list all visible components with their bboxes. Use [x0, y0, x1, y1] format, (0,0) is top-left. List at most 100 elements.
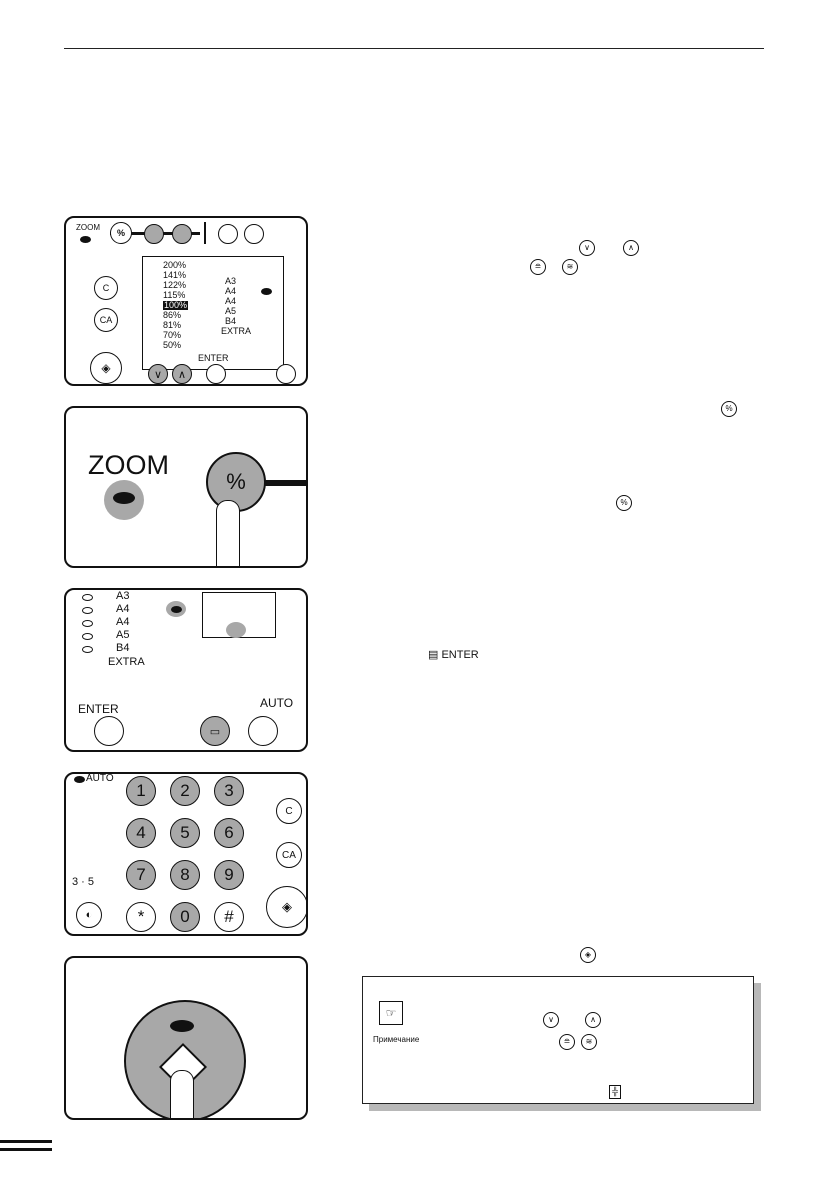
- paper-led: [82, 620, 93, 627]
- bottom-bar: [0, 1140, 52, 1143]
- paper-item: B4: [116, 642, 130, 654]
- key-5[interactable]: 5: [170, 818, 200, 848]
- paper-item: EXTRA: [221, 326, 252, 336]
- top-rule: [64, 48, 764, 49]
- auto-label: AUTO: [86, 773, 114, 784]
- start-key-closeup: [64, 956, 308, 1120]
- tray-halo: [226, 622, 246, 638]
- paper-item: A4: [225, 296, 237, 306]
- paper-item: A4: [116, 616, 130, 628]
- percent-key-icon: %: [721, 400, 737, 418]
- paper-list: A3 A4 A4 A5 B4 EXTRA: [213, 277, 273, 347]
- percent-key[interactable]: %: [110, 222, 132, 244]
- paper-led: [82, 646, 93, 653]
- down-key-icon: ∨: [543, 1011, 559, 1029]
- ratio-item: 122%: [163, 280, 187, 290]
- exposure-label: 3 · 5: [72, 876, 95, 888]
- key-asterisk[interactable]: *: [126, 902, 156, 932]
- enter-label: ENTER: [198, 353, 229, 363]
- auto-key[interactable]: [248, 716, 278, 746]
- paper-led: [82, 594, 93, 601]
- key-7[interactable]: 7: [126, 860, 156, 890]
- start-led: [170, 1020, 194, 1032]
- control-panel-overview: ZOOM % C CA ◈ 200% 141% 122% 115% 100% 8…: [64, 216, 308, 386]
- zoom-down-arrow[interactable]: ∨: [148, 364, 168, 384]
- ratio-item: 115%: [163, 290, 186, 300]
- paper-selected-led: [171, 606, 182, 613]
- key-0[interactable]: 0: [170, 902, 200, 932]
- zoom-up-arrow[interactable]: ∧: [172, 364, 192, 384]
- paper-selected-indicator: [261, 288, 272, 295]
- display-window: 200% 141% 122% 115% 100% 86% 81% 70% 50%…: [142, 256, 284, 370]
- ratio-item: 86%: [163, 310, 182, 320]
- key-6[interactable]: 6: [214, 818, 244, 848]
- lighter-key-icon: ≋: [562, 258, 578, 276]
- auto-indicator: [74, 776, 85, 783]
- ratio-item: 200%: [163, 260, 187, 270]
- zoom-bar-closeup: [256, 480, 306, 486]
- enter-key[interactable]: [94, 716, 124, 746]
- ratio-item: 70%: [163, 330, 182, 340]
- key-9[interactable]: 9: [214, 860, 244, 890]
- divider: [204, 222, 206, 244]
- start-key[interactable]: ◈: [90, 352, 122, 384]
- start-key-icon: ◈: [580, 946, 596, 964]
- darker-key-icon: ≘: [559, 1033, 575, 1051]
- enter-key-label: ▤ ENTER: [428, 649, 479, 661]
- zoom-label: ZOOM: [76, 223, 100, 232]
- paper-item: A3: [116, 590, 130, 602]
- key-8[interactable]: 8: [170, 860, 200, 890]
- note-label: Примечание: [373, 1035, 420, 1044]
- tray-key[interactable]: [276, 364, 296, 384]
- zoom-up-key[interactable]: [172, 224, 192, 244]
- paper-led: [82, 607, 93, 614]
- clear-key[interactable]: C: [94, 276, 118, 300]
- numeric-keypad-panel: AUTO 1 2 3 4 5 6 7 8 9 * 0 # C CA ◈ 3 · …: [64, 772, 308, 936]
- panel-key-a[interactable]: [218, 224, 238, 244]
- paper-item: B4: [225, 316, 237, 326]
- up-key-icon: ∧: [623, 239, 639, 257]
- down-key-icon: ∨: [579, 239, 595, 257]
- paper-item: A4: [225, 286, 237, 296]
- zoom-indicator: [80, 236, 91, 243]
- zoom-down-key[interactable]: [144, 224, 164, 244]
- note-hand-icon: ☞: [379, 1001, 403, 1025]
- tray-select-key[interactable]: ▭: [200, 716, 230, 746]
- finger-icon: [216, 500, 240, 566]
- paper-item: A5: [116, 629, 130, 641]
- up-key-icon: ∧: [585, 1011, 601, 1029]
- exposure-key[interactable]: ◐: [76, 902, 102, 928]
- key-2[interactable]: 2: [170, 776, 200, 806]
- ratio-item: 141%: [163, 270, 187, 280]
- paper-item: A3: [225, 276, 237, 286]
- ratio-item-selected: 100%: [163, 300, 189, 310]
- paper-item: A5: [225, 306, 237, 316]
- key-hash[interactable]: #: [214, 902, 244, 932]
- margin-shift-icon: ╬: [609, 1085, 621, 1099]
- paper-item: EXTRA: [108, 656, 145, 668]
- clear-key[interactable]: C: [276, 798, 302, 824]
- bottom-bar: [0, 1148, 52, 1151]
- clear-all-key[interactable]: CA: [276, 842, 302, 868]
- enter-key[interactable]: [206, 364, 226, 384]
- zoom-key-closeup: ZOOM %: [64, 406, 308, 568]
- percent-key-icon: %: [616, 494, 632, 512]
- note-box: ☞ Примечание ∨ ∧ ≘ ≋ ╬: [362, 976, 754, 1104]
- key-1[interactable]: 1: [126, 776, 156, 806]
- zoom-led: [113, 492, 135, 504]
- paper-tray-panel: A3 A4 A4 A5 B4 EXTRA ENTER AUTO ▭: [64, 588, 308, 752]
- lighter-key-icon: ≋: [581, 1033, 597, 1051]
- start-key[interactable]: ◈: [266, 886, 306, 928]
- auto-label: AUTO: [260, 696, 294, 710]
- darker-key-icon: ≘: [530, 258, 546, 276]
- clear-all-key[interactable]: CA: [94, 308, 118, 332]
- enter-label: ENTER: [78, 702, 119, 716]
- key-3[interactable]: 3: [214, 776, 244, 806]
- panel-key-b[interactable]: [244, 224, 264, 244]
- paper-item: A4: [116, 603, 130, 615]
- key-4[interactable]: 4: [126, 818, 156, 848]
- paper-size-list: A3 A4 A4 A5 B4 EXTRA: [78, 590, 186, 674]
- ratio-item: 50%: [163, 340, 182, 350]
- zoom-caption: ZOOM: [88, 450, 169, 480]
- paper-led: [82, 633, 93, 640]
